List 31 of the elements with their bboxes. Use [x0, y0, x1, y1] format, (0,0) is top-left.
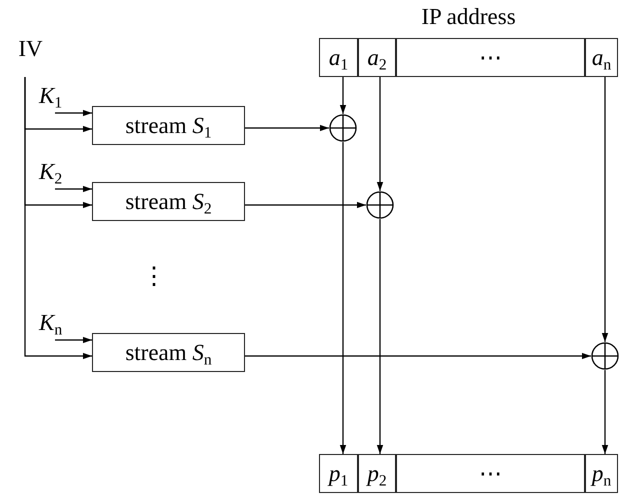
arrow	[340, 142, 346, 454]
arrow	[245, 202, 366, 208]
input-label: IV	[8, 34, 53, 64]
arrow	[602, 370, 608, 454]
stream-box: stream S$_{1}$	[92, 106, 245, 145]
arrow	[376, 219, 384, 454]
arrow	[245, 124, 329, 132]
address-cell: ⋯	[396, 38, 585, 77]
ellipsis-mark: ⋮	[142, 263, 166, 291]
address-cell: ⋯	[396, 454, 585, 493]
edge-label: K$_{2}$	[39, 159, 62, 185]
address-cell: a$_{n}$	[585, 38, 618, 77]
address-cell: a$_{2}$	[358, 38, 396, 77]
edge-label: K$_{1}$	[39, 83, 62, 109]
arrow	[55, 336, 92, 344]
address-cell: a$_{1}$	[319, 38, 358, 77]
xor-symbol	[591, 342, 619, 370]
table-heading: IP address	[421, 4, 516, 30]
arrow	[55, 110, 92, 116]
arrow	[340, 77, 346, 114]
address-cell: p$_{2}$	[358, 454, 396, 493]
arrow	[24, 77, 92, 360]
edge-label: K$_{n}$	[39, 310, 62, 336]
arrow	[245, 352, 591, 360]
arrow	[55, 186, 92, 192]
xor-symbol	[366, 191, 394, 219]
arrow	[602, 77, 608, 342]
stream-box: stream S$_{n}$	[92, 333, 245, 372]
stream-box: stream S$_{2}$	[92, 182, 245, 221]
xor-symbol	[329, 114, 357, 142]
arrow	[376, 77, 384, 191]
